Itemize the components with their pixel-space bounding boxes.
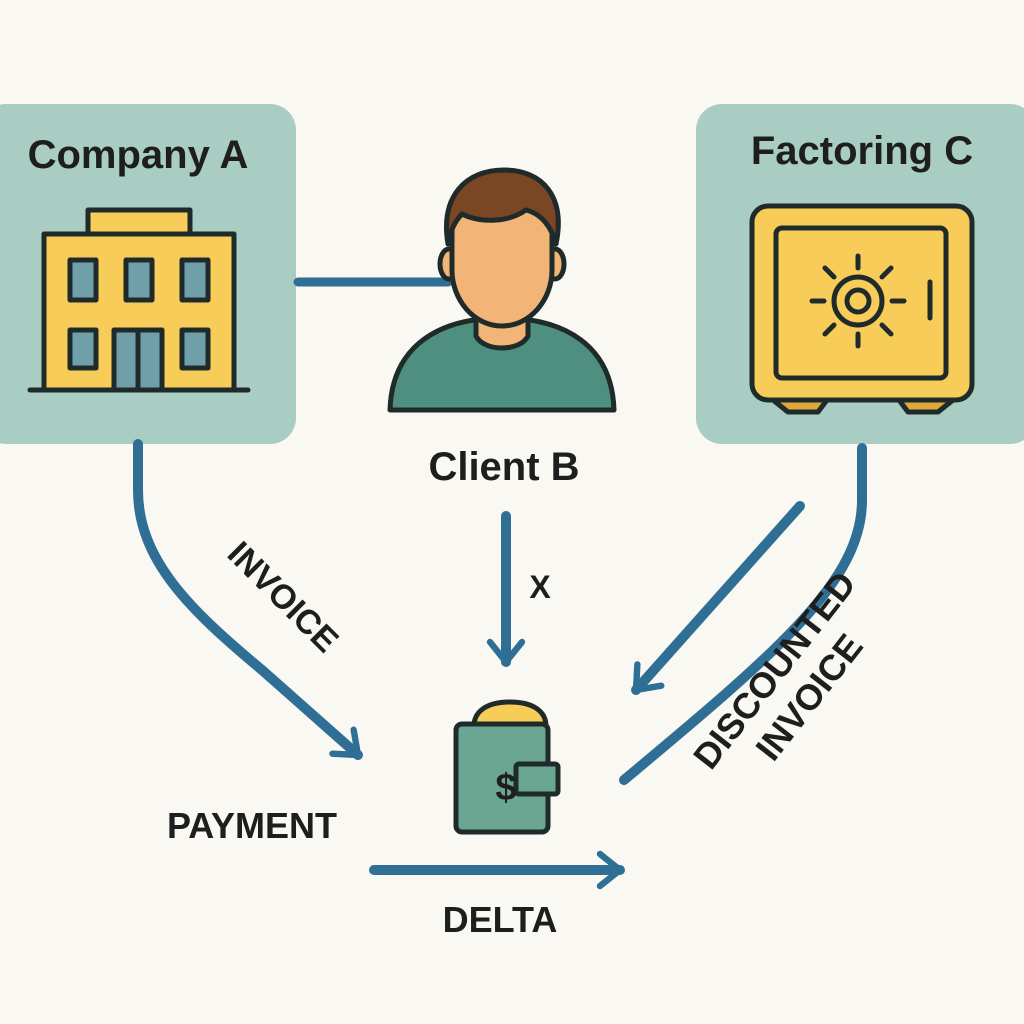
client-b-label: Client B bbox=[428, 445, 579, 489]
payment-label: PAYMENT bbox=[167, 805, 337, 846]
factoring-c-node: Factoring C bbox=[696, 104, 1024, 444]
factoring-c-label: Factoring C bbox=[751, 129, 973, 173]
client-b-node: Client B bbox=[387, 167, 617, 489]
invoice-arrow bbox=[133, 439, 363, 760]
wallet-dollar-icon: $ bbox=[453, 699, 561, 835]
safe-vault-icon bbox=[749, 203, 975, 415]
person-avatar-icon bbox=[387, 167, 617, 413]
company-a-label: Company A bbox=[28, 133, 249, 177]
office-building-icon bbox=[27, 207, 251, 393]
invoice-label: INVOICE bbox=[220, 534, 346, 660]
company-a-node: Company A bbox=[0, 104, 296, 444]
discounted-invoice-line bbox=[619, 443, 867, 785]
factoring-to-wallet-arrow bbox=[631, 501, 805, 695]
delta-label: DELTA bbox=[443, 899, 558, 940]
dollar-sign: $ bbox=[495, 767, 516, 809]
x-label: X bbox=[529, 569, 551, 605]
